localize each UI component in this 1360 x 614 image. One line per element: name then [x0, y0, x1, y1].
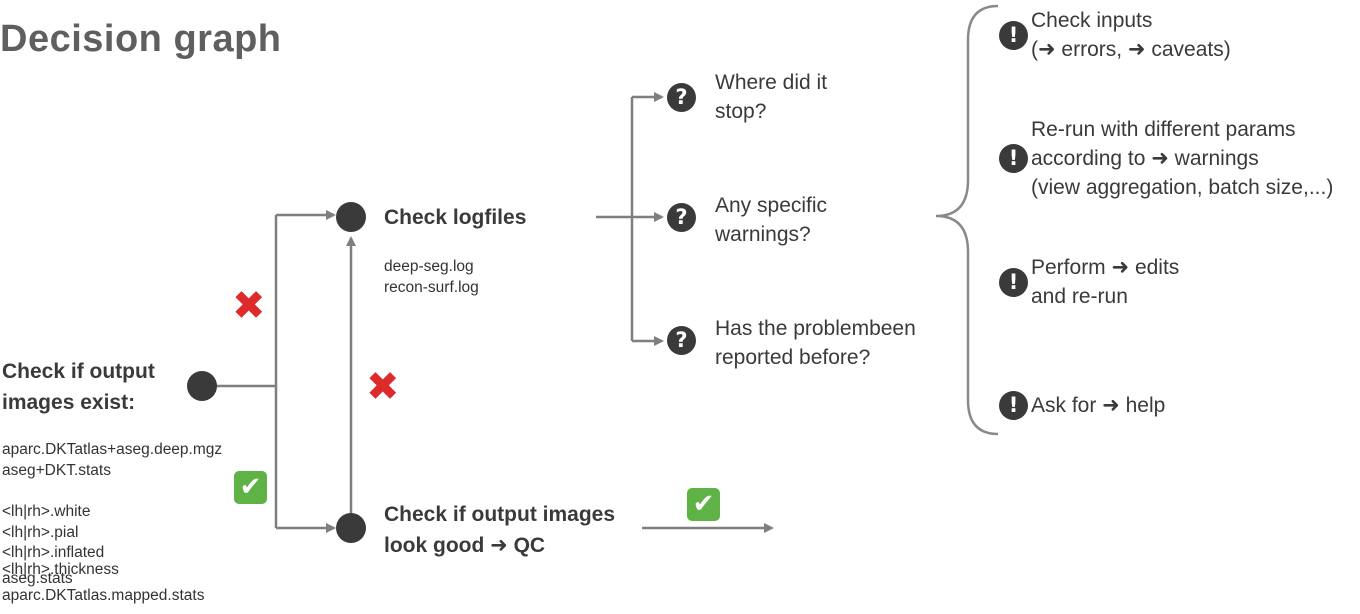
question-1: Where did it stop?	[715, 68, 827, 126]
check-mark-icon: ✔	[234, 471, 267, 504]
logfile-item: deep-seg.log	[384, 258, 474, 275]
question-1-line1: Where did it	[715, 71, 828, 94]
check-mark-icon: ✔	[687, 488, 720, 521]
start-label-line2: images exist:	[2, 391, 136, 414]
file-item: aparc.DKTatlas+aseg.deep.mgz	[2, 441, 223, 458]
qc-label-line1: Check if output images	[384, 503, 616, 526]
exclamation-icon: !	[999, 391, 1028, 420]
start-label: Check if output images exist:	[2, 356, 155, 418]
action-3-line2: and re-run	[1031, 285, 1128, 308]
actions-brace	[935, 4, 999, 436]
cross-mark-icon: ✖	[232, 283, 266, 329]
exclamation-icon: !	[999, 268, 1028, 297]
logfiles-label: Check logfiles	[384, 206, 527, 229]
question-icon: ?	[667, 203, 696, 232]
action-1-line1: Check inputs	[1031, 9, 1153, 32]
question-2: Any specific warnings?	[715, 191, 827, 249]
action-4-line1: Ask for ➜ help	[1031, 394, 1166, 417]
exclamation-icon: !	[999, 21, 1028, 50]
start-files-group1: aparc.DKTatlas+aseg.deep.mgz aseg+DKT.st…	[2, 439, 222, 481]
qc-label: Check if output images look good ➜ QC	[384, 499, 615, 561]
start-files-group2: <lh|rh>.white <lh|rh>.pial <lh|rh>.infla…	[2, 503, 205, 604]
qc-label-line2: look good ➜ QC	[384, 534, 546, 557]
question-1-line2: stop?	[715, 100, 767, 123]
logfiles-node	[336, 202, 366, 232]
cross-mark-icon: ✖	[366, 364, 400, 410]
file-item: aseg.stats	[2, 569, 73, 587]
start-label-line1: Check if output	[2, 360, 155, 383]
action-1-line2: (➜ errors, ➜ caveats)	[1031, 38, 1231, 61]
question-3: Has the problembeen reported before?	[715, 314, 916, 372]
action-4: Ask for ➜ help	[1031, 391, 1165, 420]
question-2-line1: Any specific	[715, 194, 828, 217]
action-2: Re-run with different params according t…	[1031, 115, 1333, 202]
question-icon: ?	[667, 83, 696, 112]
exclamation-icon: !	[999, 144, 1028, 173]
question-3-line1: Has the problembeen	[715, 317, 916, 340]
question-3-line2: reported before?	[715, 346, 871, 369]
qc-node	[336, 513, 366, 543]
file-item: aseg+DKT.stats	[2, 462, 111, 479]
question-2-line2: warnings?	[715, 223, 811, 246]
action-2-line3: (view aggregation, batch size,...)	[1031, 176, 1334, 199]
action-2-line1: Re-run with different params	[1031, 118, 1296, 141]
page-title: Decision graph	[0, 18, 282, 60]
question-icon: ?	[667, 326, 696, 355]
action-1: Check inputs (➜ errors, ➜ caveats)	[1031, 6, 1231, 64]
logfile-item: recon-surf.log	[384, 279, 479, 296]
logfiles-list: deep-seg.log recon-surf.log	[384, 256, 479, 298]
start-node	[187, 371, 217, 401]
action-3: Perform ➜ edits and re-run	[1031, 253, 1179, 311]
file-item: aparc.DKTatlas.mapped.stats	[2, 586, 205, 604]
file-item: <lh|rh>.inflated	[2, 544, 105, 561]
action-2-line2: according to ➜ warnings	[1031, 147, 1259, 170]
action-3-line1: Perform ➜ edits	[1031, 256, 1180, 279]
file-item: <lh|rh>.white	[2, 503, 91, 520]
file-item: <lh|rh>.pial	[2, 523, 79, 541]
